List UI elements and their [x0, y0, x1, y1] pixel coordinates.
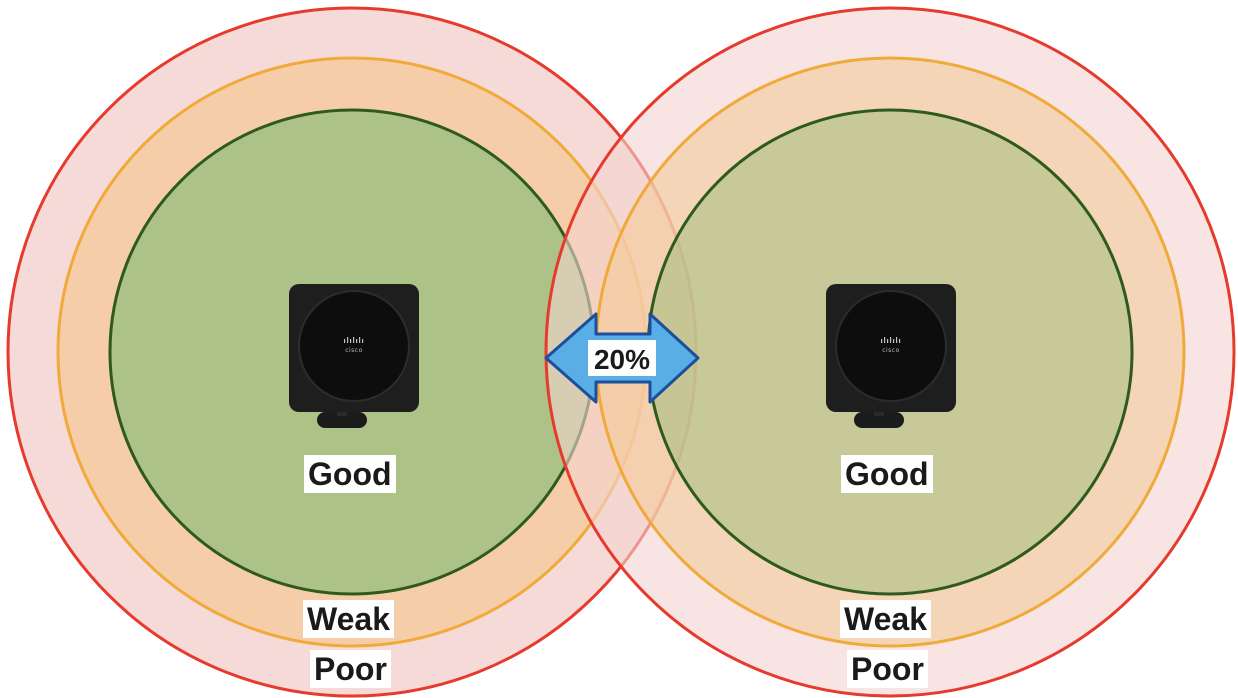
base-station-left: cisco — [289, 284, 419, 428]
overlap-label: 20% — [594, 344, 650, 375]
cisco-logo-icon: cisco — [881, 337, 901, 354]
device-brand: cisco — [882, 347, 900, 354]
device-stand — [317, 412, 367, 428]
device-brand: cisco — [345, 347, 363, 354]
good-label-left: Good — [304, 455, 396, 493]
overlap-indicator: 20% — [544, 312, 700, 404]
poor-label-left: Poor — [310, 650, 391, 688]
overlap-label-bg — [588, 340, 656, 376]
base-station-right: cisco — [826, 284, 956, 428]
weak-label-left: Weak — [303, 600, 395, 638]
cisco-logo-icon: cisco — [344, 337, 364, 354]
device-stand — [854, 412, 904, 428]
weak-label-right: Weak — [840, 600, 932, 638]
device-face — [298, 290, 410, 402]
device-face — [835, 290, 947, 402]
good-label-right: Good — [841, 455, 933, 493]
poor-label-right: Poor — [847, 650, 928, 688]
